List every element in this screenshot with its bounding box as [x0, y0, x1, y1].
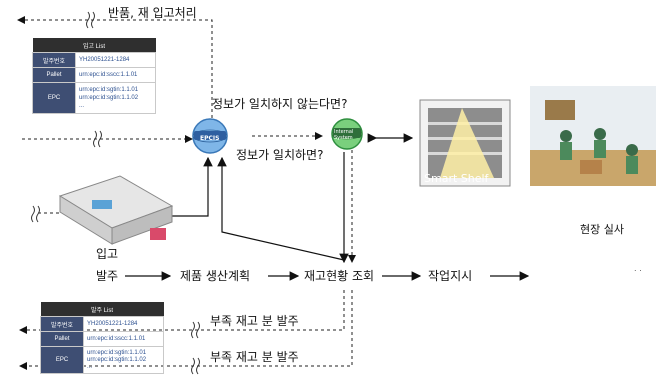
receipt-value-order-no: YH20051221-1284: [75, 52, 156, 68]
receiving-truck-image: [58, 175, 174, 245]
order-list-title: 발주 List: [40, 302, 164, 317]
receipt-value-epc-3: ...: [79, 103, 85, 109]
epcis-globe-icon: [192, 118, 228, 154]
order-list-table: 발주 List 발주번호 YH20051221-1284 Pallet urn:…: [40, 302, 164, 374]
site-inspection-label: 현장 실사: [580, 223, 624, 236]
receipt-value-pallet: urn:epc:id:sscc:1.1.01: [75, 67, 156, 83]
table-row: Pallet urn:epc:id:sscc:1.1.01: [32, 67, 156, 83]
table-row: EPC urn:epc:id:sgtin:1.1.01 urn:epc:id:s…: [40, 346, 164, 374]
table-row: 발주번호 YH20051221-1284: [40, 316, 164, 332]
receipt-key-pallet: Pallet: [32, 67, 76, 83]
table-row: EPC urn:epc:id:sgtin:1.1.01 urn:epc:id:s…: [32, 82, 156, 114]
work-order-label: 작업지시: [428, 269, 473, 283]
trailing-dots: . .: [634, 264, 642, 273]
receipt-key-epc: EPC: [32, 82, 76, 114]
stockcheck-to-epcis-arrow: [217, 156, 345, 261]
production-plan-label: 제품 생산계획: [180, 269, 251, 283]
table-row: Pallet urn:epc:id:sscc:1.1.01: [40, 331, 164, 347]
mismatch-question-label: 정보가 일치하지 않는다면?: [212, 97, 348, 111]
table-row: 발주번호 YH20051221-1284: [32, 52, 156, 68]
order-value-epc-3: ...: [87, 363, 93, 370]
shortage-order-label-1: 부족 재고 분 발주: [210, 314, 299, 328]
internal-system-icon-text: Internal System: [334, 129, 354, 141]
shortage-order-line-2: [19, 290, 353, 370]
match-question-label: 정보가 일치하면?: [236, 148, 324, 162]
stock-check-label: 재고현황 조회: [304, 269, 375, 283]
factory-workers-image: [530, 86, 656, 186]
order-key-epc: EPC: [40, 346, 84, 374]
smart-shelf-image: [419, 99, 511, 187]
receipt-list-title: 입고 List: [32, 38, 156, 53]
truck-to-epcis-arrow: [172, 156, 213, 217]
order-key-pallet: Pallet: [40, 331, 84, 347]
internal-system-globe-icon: [331, 118, 363, 150]
receipt-value-epc-2: urn:epc:id:sgtin:1.1.02: [79, 95, 139, 101]
order-value-order-no: YH20051221-1284: [83, 316, 164, 332]
order-value-epc-2: urn:epc:id:sgtin:1.1.02: [87, 356, 147, 363]
receipt-list-table: 입고 List 발주번호 YH20051221-1284 Pallet urn:…: [32, 38, 156, 114]
order-label: 발주: [96, 269, 119, 283]
smart-shelf-label: Smart Shelf: [424, 172, 489, 185]
receiving-label: 입고: [96, 247, 119, 261]
receipt-key-order-no: 발주번호: [32, 52, 76, 68]
receipt-value-epc-1: urn:epc:id:sgtin:1.1.01: [79, 87, 139, 93]
order-value-pallet: urn:epc:id:sscc:1.1.01: [83, 331, 164, 347]
order-key-order-no: 발주번호: [40, 316, 84, 332]
order-value-epc-1: urn:epc:id:sgtin:1.1.01: [87, 349, 147, 356]
return-restock-label: 반품, 재 입고처리: [108, 6, 197, 20]
break-markers: [31, 11, 200, 375]
return-restock-arrow: [17, 16, 213, 118]
shortage-order-label-2: 부족 재고 분 발주: [210, 350, 299, 364]
shortage-order-line-1: [19, 290, 345, 334]
epcis-icon-text: EPCIS: [200, 135, 220, 142]
